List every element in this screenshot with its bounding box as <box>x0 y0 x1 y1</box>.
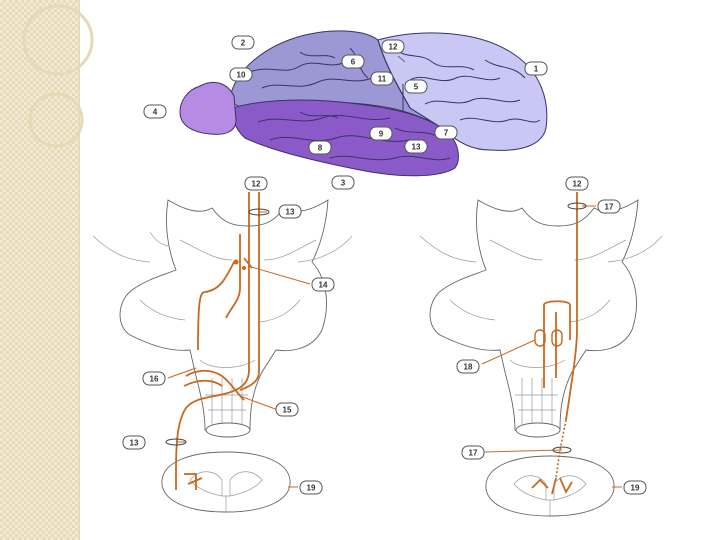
label-12-brain: 12 <box>381 39 405 54</box>
right-brainstem-outline <box>429 199 639 437</box>
svg-text:18: 18 <box>464 363 473 372</box>
right-brainstem-details <box>419 235 663 428</box>
decorative-side-strip <box>0 0 80 540</box>
svg-text:12: 12 <box>252 180 261 189</box>
left-spinal-cord-section <box>161 451 291 513</box>
label-13-ring-top <box>248 208 270 216</box>
strip-decoration <box>22 4 94 148</box>
number-labels: 1 2 3 4 5 6 7 8 9 10 11 12 13 12 13 14 1… <box>122 35 647 495</box>
svg-text:17: 17 <box>469 449 478 458</box>
label-14: 14 <box>311 277 335 292</box>
occipital-lobe <box>179 81 237 135</box>
label-6: 6 <box>341 54 365 69</box>
svg-text:19: 19 <box>631 484 640 493</box>
label-13-left-top: 13 <box>278 204 302 219</box>
label-17-ring-top <box>567 202 587 210</box>
svg-text:2: 2 <box>241 39 246 48</box>
svg-text:13: 13 <box>130 439 139 448</box>
label-11: 11 <box>370 71 394 86</box>
svg-text:8: 8 <box>318 144 323 153</box>
brain-lateral-view <box>179 30 548 177</box>
svg-text:12: 12 <box>389 43 398 52</box>
label-13-left-bottom: 13 <box>122 435 146 450</box>
right-spinal-cord-section <box>485 455 615 517</box>
svg-text:16: 16 <box>150 375 159 384</box>
label-12-right: 12 <box>565 176 589 191</box>
svg-text:15: 15 <box>283 406 292 415</box>
svg-text:12: 12 <box>573 180 582 189</box>
left-brainstem-outline <box>119 199 329 437</box>
label-16: 16 <box>142 371 166 386</box>
right-cervical-ring <box>515 422 561 438</box>
svg-text:5: 5 <box>414 83 419 92</box>
svg-text:11: 11 <box>378 75 387 84</box>
label-13-ring-bottom <box>165 438 187 446</box>
svg-text:19: 19 <box>307 484 316 493</box>
label-2: 2 <box>231 35 255 50</box>
svg-text:7: 7 <box>444 129 449 138</box>
label-19-left: 19 <box>299 480 323 495</box>
svg-text:3: 3 <box>341 179 346 188</box>
brain-gyri <box>249 39 541 161</box>
label-1: 1 <box>524 61 548 76</box>
label-8: 8 <box>308 140 332 155</box>
svg-text:14: 14 <box>319 281 328 290</box>
label-10: 10 <box>229 67 253 82</box>
label-17-right-bottom: 17 <box>461 445 485 460</box>
label-13-brain: 13 <box>404 139 428 154</box>
right-motor-tracts <box>531 192 578 495</box>
left-brainstem-details <box>92 231 353 428</box>
brainstem-right <box>419 192 663 517</box>
left-motor-tracts <box>175 192 260 490</box>
brainstem-left <box>92 192 353 513</box>
svg-text:17: 17 <box>605 203 614 212</box>
label-4: 4 <box>143 104 167 119</box>
label-pointers <box>167 205 622 488</box>
label-15: 15 <box>275 402 299 417</box>
svg-text:10: 10 <box>237 71 246 80</box>
label-5: 5 <box>404 79 428 94</box>
label-19-right: 19 <box>623 480 647 495</box>
label-3: 3 <box>331 175 355 190</box>
svg-text:6: 6 <box>351 58 356 67</box>
left-cervical-ring <box>205 422 251 438</box>
svg-text:9: 9 <box>379 130 384 139</box>
svg-text:13: 13 <box>412 143 421 152</box>
svg-text:4: 4 <box>153 108 158 117</box>
label-17-right-top: 17 <box>597 199 621 214</box>
label-18: 18 <box>456 359 480 374</box>
label-7: 7 <box>434 125 458 140</box>
label-9: 9 <box>369 126 393 141</box>
svg-text:13: 13 <box>286 208 295 217</box>
svg-text:1: 1 <box>534 65 539 74</box>
label-17-ring-bottom <box>552 446 572 454</box>
label-12-left: 12 <box>244 176 268 191</box>
